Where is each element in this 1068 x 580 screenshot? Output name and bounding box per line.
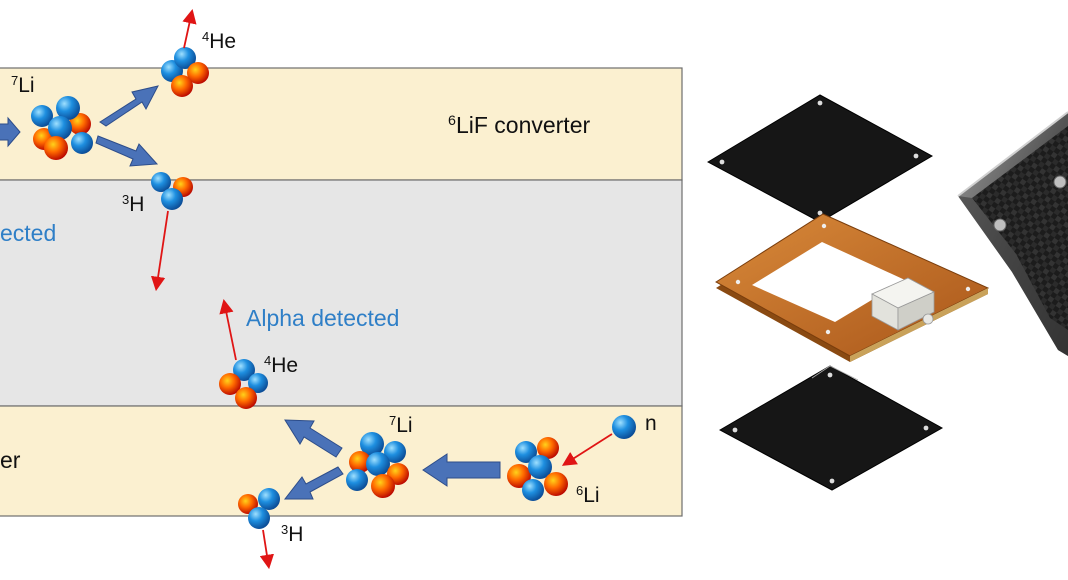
detector-layer [0, 179, 683, 407]
bottom-h3-label: 3H [281, 522, 304, 547]
top-incoming-arrow [0, 116, 21, 148]
detector-label-left: ected [0, 220, 57, 246]
top-converter-label: 6LiF converter [448, 112, 591, 138]
top-li7-nucleus [31, 96, 93, 160]
neutron [612, 415, 636, 439]
detector-housing-photo-icon [957, 111, 1068, 356]
bottom-he4-label: 4He [264, 353, 299, 378]
top-arrow-to-he4 [99, 85, 159, 127]
top-converter-layer [0, 67, 683, 181]
top-li7-label: 7Li [11, 73, 35, 98]
detector-exploded-assembly-icon [706, 94, 990, 491]
bottom-li7-nucleus [346, 432, 409, 498]
bottom-he4-nucleus [219, 359, 268, 409]
bottom-li6-nucleus [507, 437, 568, 501]
top-he4-nucleus [161, 47, 209, 97]
neutron-label: n [645, 412, 657, 435]
connector-icon [871, 277, 935, 331]
bottom-li7-label: 7Li [389, 413, 413, 438]
neutron-track [561, 433, 613, 466]
top-h3-label: 3H [122, 192, 145, 217]
top-he4-label: 4He [202, 29, 237, 54]
bottom-arrow-to-he4 [284, 419, 343, 458]
bottom-h3-nucleus [238, 488, 280, 529]
top-he4-track [182, 8, 197, 49]
bottom-converter-label-left: er [0, 447, 21, 473]
top-arrow-to-h3 [95, 135, 159, 167]
top-h3-track [150, 210, 169, 292]
alpha-detected-label: Alpha detected [246, 305, 400, 331]
alpha-track [219, 298, 237, 361]
bottom-arrow-to-h3 [283, 466, 344, 500]
bottom-li6-label: 6Li [576, 483, 600, 508]
bottom-arrow-li6-to-li7 [422, 453, 501, 487]
top-h3-nucleus [151, 172, 193, 210]
bottom-h3-track [259, 529, 275, 570]
